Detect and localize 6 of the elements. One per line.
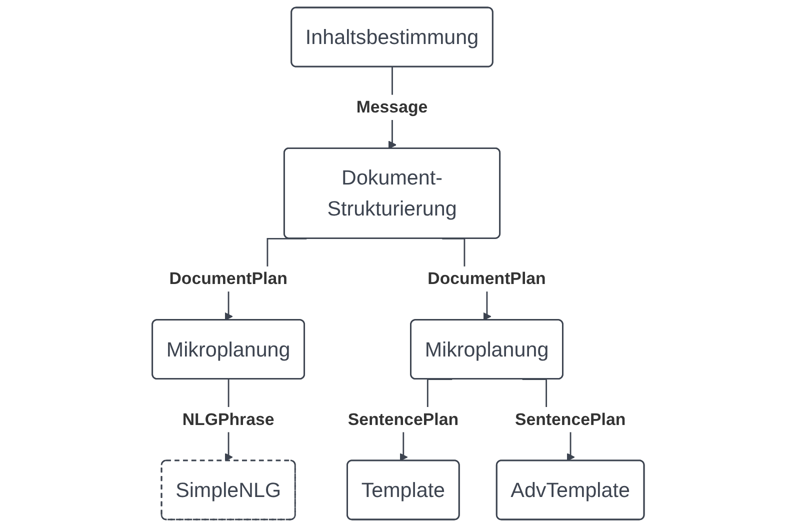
edge-label: NLGPhrase [182, 410, 275, 429]
edge-label: SentencePlan [348, 410, 459, 429]
edge-label: SentencePlan [515, 410, 626, 429]
edge-label: DocumentPlan [170, 269, 288, 288]
edge-label: DocumentPlan [428, 269, 546, 288]
edge-label: Message [356, 98, 428, 116]
